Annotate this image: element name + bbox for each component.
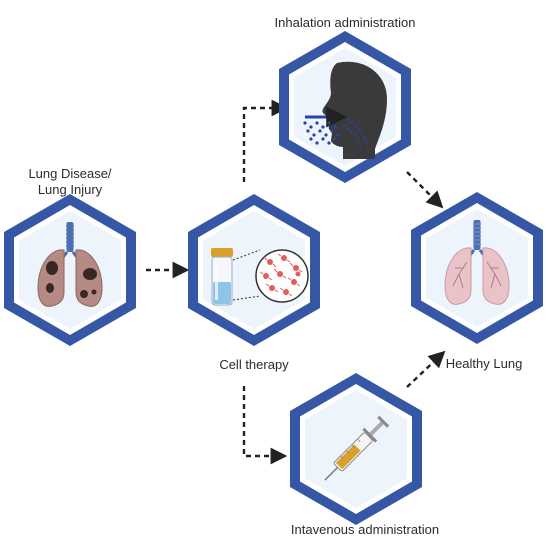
hexagon-cell-therapy: [188, 194, 320, 346]
arrow-intravenous-to-healthy: [406, 350, 446, 388]
inhalation-label: Inhalation administration: [275, 15, 416, 30]
lung-disease-label-line2: Lung Injury: [38, 182, 103, 197]
intravenous-label: Intavenous administration: [291, 522, 439, 537]
lung-disease-label-line1: Lung Disease/: [28, 166, 111, 181]
arrow-inhalation-to-healthy: [406, 171, 444, 209]
cell-therapy-label: Cell therapy: [219, 357, 289, 372]
magnifier-guide-bottom: [232, 295, 261, 301]
cell-magnifier-icon: [255, 249, 309, 303]
healthy-lung-label: Healthy Lung: [446, 356, 523, 371]
inhalation-spray: [303, 106, 368, 150]
hexagon-lung-disease: [4, 194, 136, 346]
cell-vial-icon: [211, 248, 233, 306]
healthy-lung-icon: [444, 220, 510, 305]
hexagon-inhalation: [279, 31, 411, 183]
diseased-lung-icon: [37, 222, 103, 307]
hexagon-healthy-lung: [411, 192, 543, 344]
syringe-icon: [324, 415, 390, 481]
arrow-therapy-to-intravenous: [242, 386, 288, 465]
arrow-therapy-to-inhalation: [242, 99, 289, 182]
magnifier-guide-top: [232, 249, 261, 261]
hexagon-intravenous: [290, 373, 422, 525]
